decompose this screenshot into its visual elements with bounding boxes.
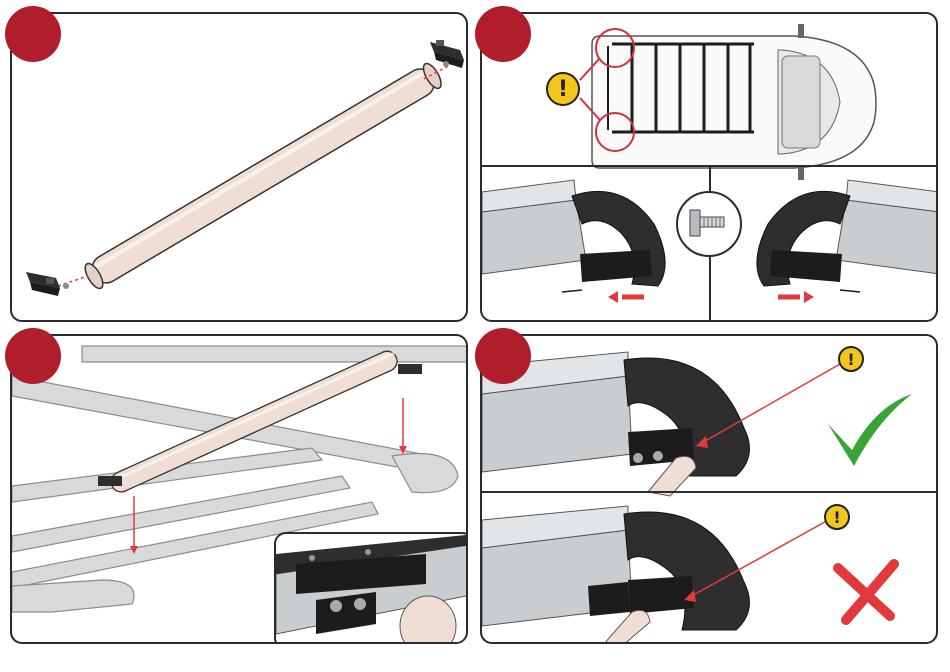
- rail-end-closeup-right: [757, 180, 938, 303]
- roller-tube: [87, 64, 440, 288]
- step-panel-4: ! !: [480, 334, 938, 644]
- step-panel-3: [10, 334, 468, 644]
- step-badge-2: [475, 6, 531, 62]
- check-mark-icon: [828, 394, 912, 466]
- step-panel-1: [10, 12, 468, 322]
- end-bracket-right: [430, 40, 464, 68]
- correct-position-view: [482, 352, 840, 496]
- warning-icon: !: [838, 346, 864, 372]
- incorrect-position-view: [482, 506, 832, 644]
- end-bracket-left: [26, 272, 69, 296]
- step-badge-1: [5, 6, 61, 62]
- step-panel-2: !: [480, 12, 938, 322]
- warning-icon: !: [824, 504, 850, 530]
- bracket-detail-illustration: [276, 534, 468, 644]
- step-badge-3: [5, 328, 61, 384]
- van-top-view-illustration: [482, 14, 938, 322]
- roller-exploded-illustration: [12, 14, 468, 322]
- bracket-position-illustration: [482, 336, 938, 644]
- rail-end-closeup-left: [482, 180, 665, 303]
- alignment-line: [58, 276, 88, 286]
- mount-detail-inset: [274, 532, 468, 644]
- cross-mark-icon: [838, 564, 894, 620]
- end-bracket-left: [98, 476, 122, 486]
- step-badge-4: [475, 328, 531, 384]
- end-bracket-right: [398, 364, 422, 374]
- warning-icon: !: [546, 72, 580, 106]
